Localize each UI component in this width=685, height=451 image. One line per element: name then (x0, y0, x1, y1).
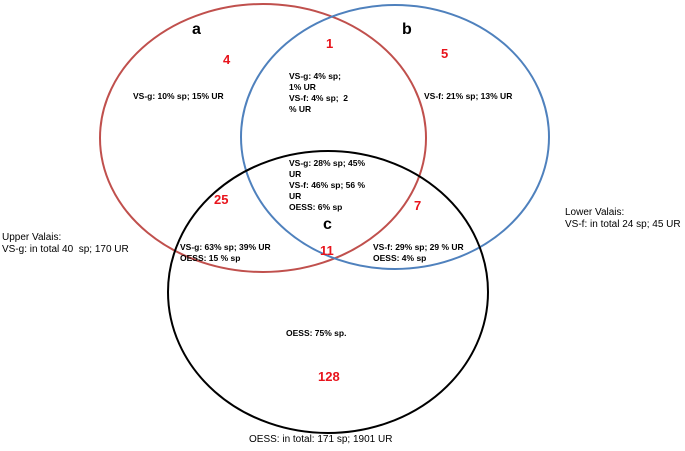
count-a-only: 4 (223, 52, 231, 67)
circle-b (240, 4, 550, 270)
zone-b-only-text: VS-f: 21% sp; 13% UR (424, 91, 513, 101)
lower-valais-label: Lower Valais: VS-f: in total 24 sp; 45 U… (565, 207, 681, 230)
zone-ab-text: VS-g: 4% sp; 1% UR VS-f: 4% sp; 2 % UR (289, 71, 349, 114)
zone-c-only-text: OESS: 75% sp. (286, 328, 347, 338)
upper-valais-label: Upper Valais: VS-g: in total 40 sp; 170 … (2, 232, 129, 255)
zone-ac-text: VS-g: 63% sp; 39% UR OESS: 15 % sp (180, 242, 271, 263)
circle-b-label: b (402, 21, 412, 38)
circle-a (99, 3, 427, 273)
oess-total-label: OESS: in total: 171 sp; 1901 UR (249, 434, 393, 445)
zone-bc-text: VS-f: 29% sp; 29 % UR OESS: 4% sp (373, 242, 464, 263)
count-ac: 25 (214, 192, 229, 207)
count-bc: 7 (414, 198, 422, 213)
circle-a-label: a (192, 21, 201, 38)
count-ab: 1 (326, 36, 334, 51)
count-b-only: 5 (441, 46, 449, 61)
zone-a-only-text: VS-g: 10% sp; 15% UR (133, 91, 224, 101)
count-c-only: 128 (318, 369, 340, 384)
circle-c-label: c (323, 216, 332, 233)
count-ac-mid: 11 (320, 243, 334, 258)
circle-c (167, 150, 489, 434)
zone-abc-text: VS-g: 28% sp; 45% UR VS-f: 46% sp; 56 % … (289, 158, 366, 212)
